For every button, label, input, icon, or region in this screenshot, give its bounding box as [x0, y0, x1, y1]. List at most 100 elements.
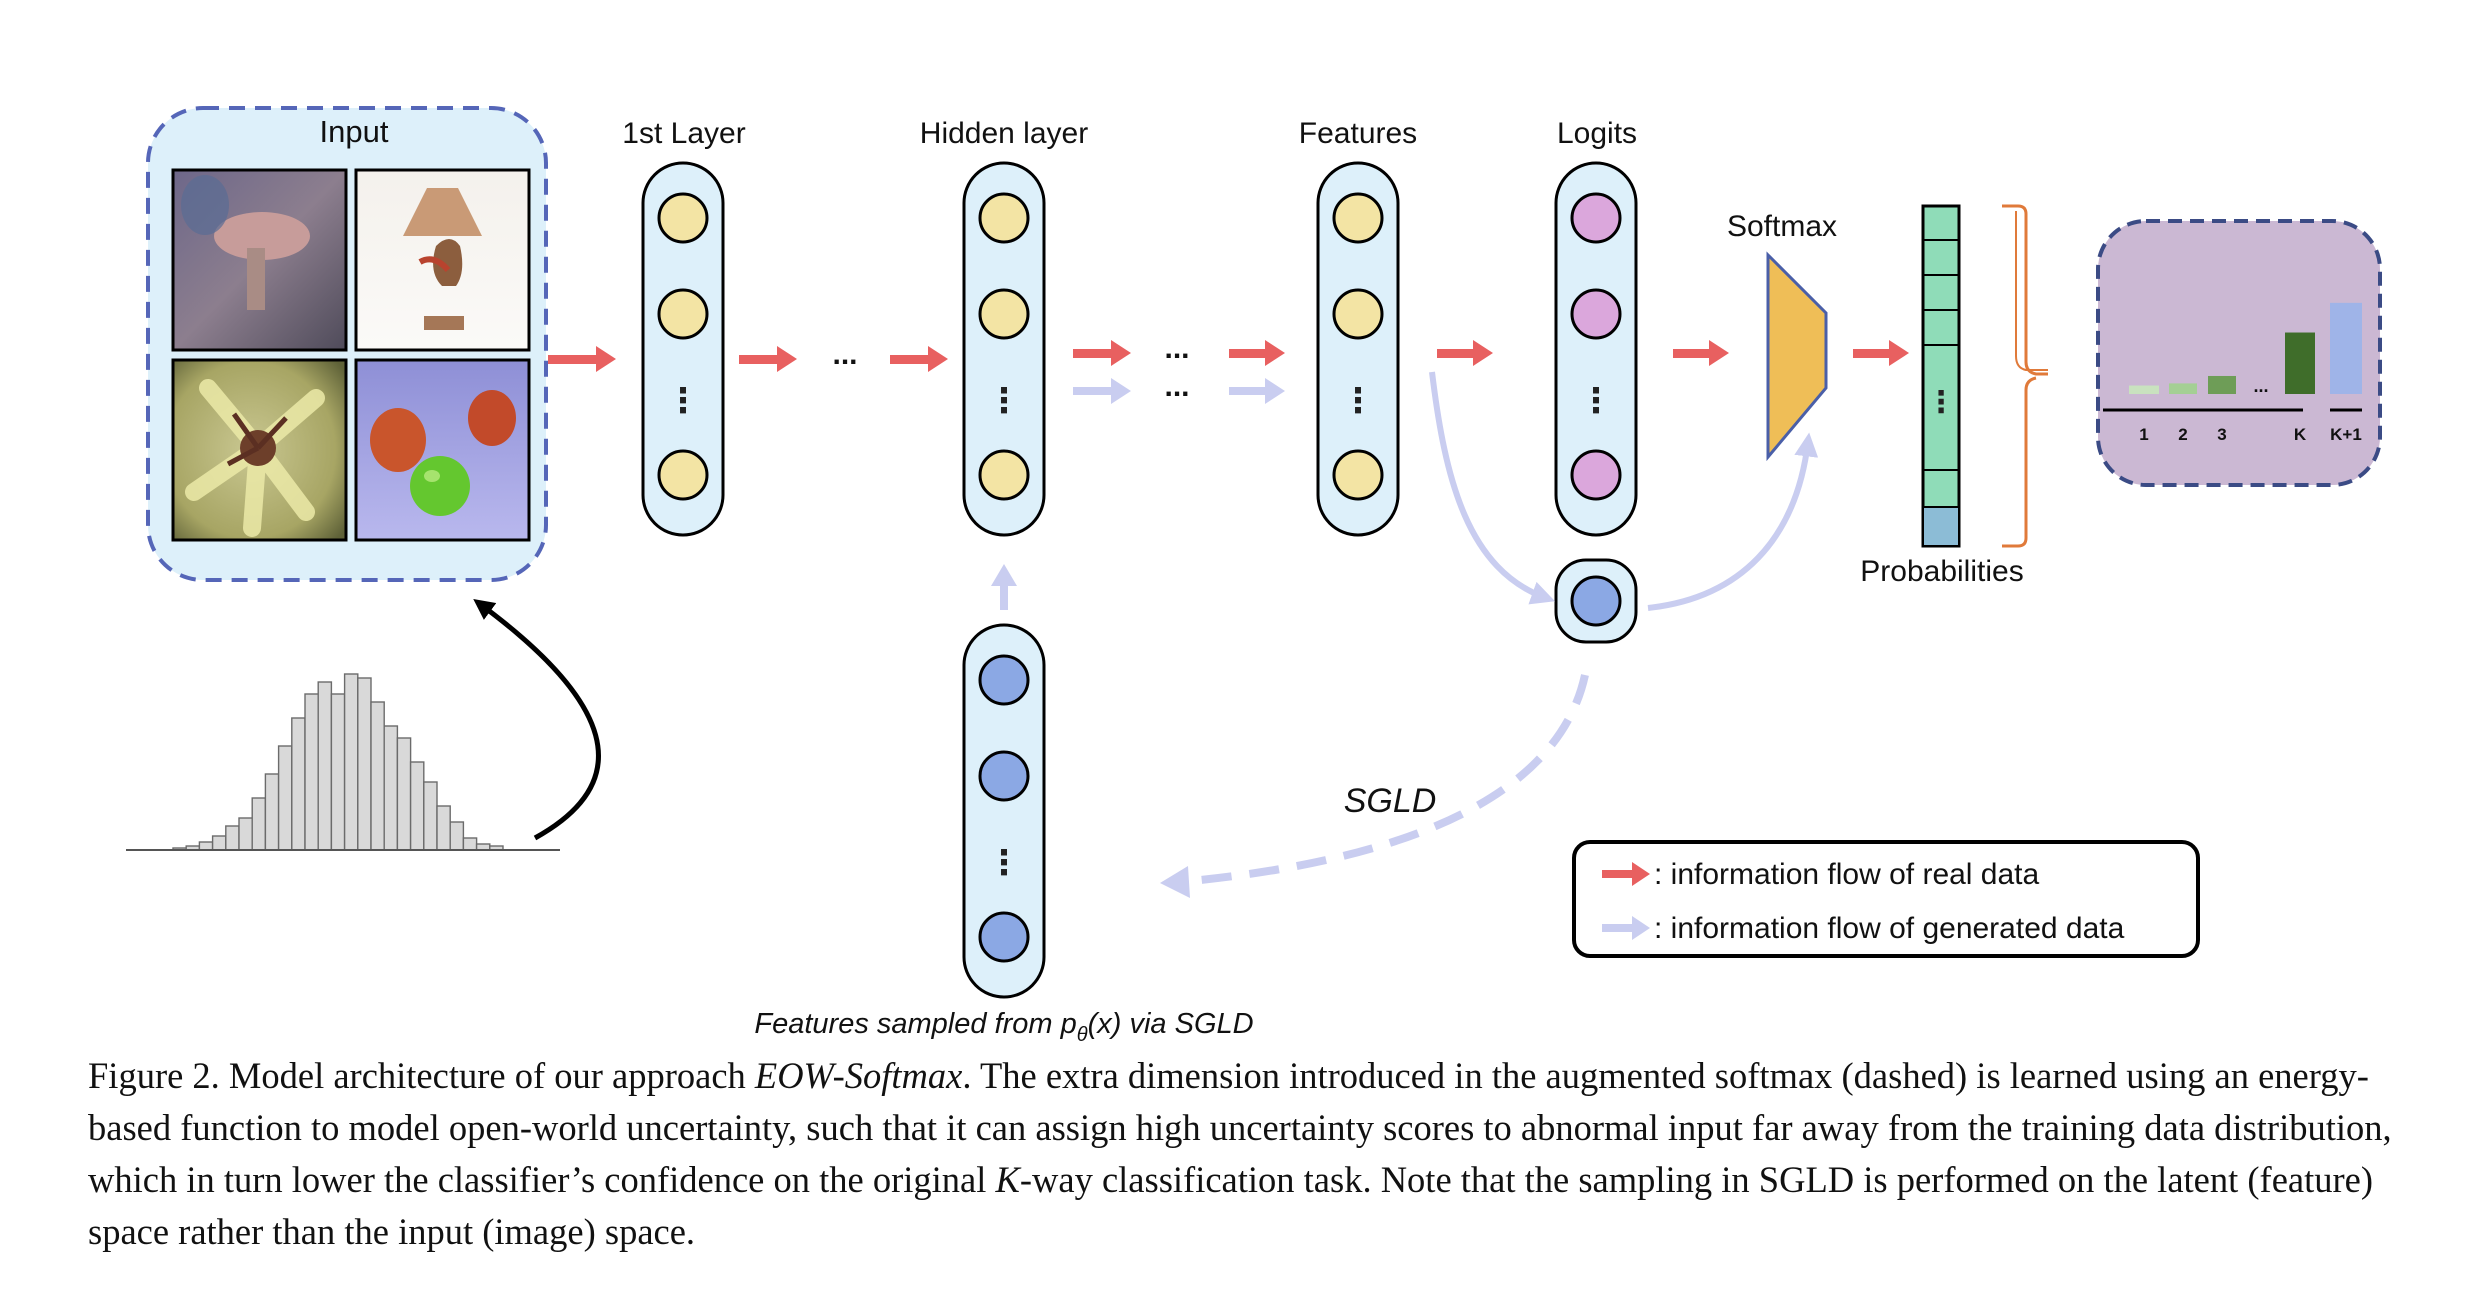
histogram-bar: [304, 693, 319, 851]
hidden-layer: ⋮: [962, 161, 1046, 537]
mushroom-image: [171, 168, 348, 352]
caption-method: EOW-Softmax: [754, 1055, 963, 1096]
extra-dimension-node: [1554, 558, 1638, 644]
dist-bar-2: [2169, 383, 2197, 394]
histogram-bar: [291, 717, 306, 851]
neuron: [978, 288, 1030, 340]
generated-arrow-icon: [1602, 916, 1650, 940]
sampled-node: [978, 911, 1030, 963]
histogram-bar: [396, 737, 412, 851]
generated-flow-arrow: [1073, 378, 1131, 404]
extra-to-softmax-arrow: [1647, 432, 1819, 611]
layer-ellipsis: ...: [1164, 370, 1189, 403]
latent-histogram: [126, 673, 560, 851]
real-flow-arrow: [1673, 340, 1729, 366]
dist-tick-label: 3: [2217, 425, 2226, 444]
legend: : information flow of real data : inform…: [1572, 840, 2200, 958]
features-to-extra-arrow: [1429, 371, 1556, 605]
histogram-bar: [277, 745, 293, 851]
histogram-bar: [238, 817, 253, 851]
generated-flow-arrow: [991, 564, 1017, 610]
logit-node: [1570, 288, 1622, 340]
histogram-bar: [225, 825, 240, 851]
softmax-block: [1766, 251, 1828, 462]
vertical-ellipsis: ⋮: [1926, 386, 1956, 419]
histogram-bar: [383, 725, 399, 851]
softmax-label: Softmax: [1727, 210, 1837, 243]
legend-generated-label: : information flow of generated data: [1654, 912, 2125, 945]
neuron: [657, 192, 709, 244]
first-layer: ⋮: [641, 161, 725, 537]
histogram-bar: [330, 693, 346, 851]
logit-node: [1570, 449, 1622, 501]
sampled-node: [978, 654, 1030, 706]
caption-lead: Figure 2. Model architecture of our appr…: [88, 1055, 755, 1096]
layer-ellipsis: ...: [832, 338, 857, 371]
histogram-bar: [251, 797, 267, 851]
sampled-node: [978, 750, 1030, 802]
histogram-bar: [317, 681, 333, 851]
vertical-ellipsis: ⋮: [987, 382, 1021, 420]
neuron: [1332, 192, 1384, 244]
histogram-bar: [370, 701, 385, 851]
dist-ellipsis: ...: [2253, 376, 2268, 396]
vertical-ellipsis: ⋮: [1341, 382, 1375, 420]
vertical-ellipsis: ⋮: [987, 844, 1021, 882]
dist-bar-3: [2208, 375, 2236, 394]
generated-data-arrows: [991, 378, 1285, 610]
dist-tick-label: 1: [2139, 425, 2148, 444]
real-flow-arrow: [1073, 340, 1131, 366]
histogram-bar: [264, 773, 280, 851]
neuron: [1332, 288, 1384, 340]
figure-caption: Figure 2. Model architecture of our appr…: [88, 1050, 2418, 1258]
histogram-bar: [211, 835, 227, 851]
first-layer-label: 1st Layer: [622, 117, 745, 150]
real-flow-arrow: [1853, 340, 1909, 366]
histogram-bar: [357, 677, 372, 851]
sampled-features-layer: ⋮: [962, 623, 1046, 999]
sampled-features-caption: Features sampled from pθ(x) via SGLD: [754, 1008, 1253, 1046]
caption-k: K: [995, 1159, 1020, 1200]
sgld-label: SGLD: [1344, 782, 1437, 820]
logits-label: Logits: [1557, 117, 1637, 150]
sgld-dashed-arrow: [1179, 674, 1589, 886]
histogram-bar: [449, 821, 465, 851]
histogram-bar: [423, 781, 438, 851]
layer-ellipsis: ...: [1164, 332, 1189, 365]
histogram-bar: [198, 841, 214, 851]
real-flow-arrow: [548, 346, 616, 372]
flower-image: [171, 358, 348, 542]
apples-image: [354, 358, 531, 542]
histogram-bar: [343, 673, 359, 851]
features-layer: ⋮: [1316, 161, 1400, 537]
lamp-image: [354, 168, 531, 352]
hidden-layer-label: Hidden layer: [920, 117, 1088, 150]
caption-tail: -way classification task. Note that the …: [88, 1159, 2373, 1252]
probabilities-label: Probabilities: [1860, 555, 2023, 588]
legend-real-label: : information flow of real data: [1654, 858, 2040, 891]
probability-vector: ⋮: [1921, 204, 1961, 548]
real-flow-arrow: [739, 346, 797, 372]
dist-bar-1: [2129, 385, 2159, 394]
histogram-bar: [436, 805, 451, 851]
dist-tick-label: 2: [2178, 425, 2187, 444]
neuron: [657, 449, 709, 501]
input-panel: Input: [146, 106, 548, 582]
dist-tick-label: K+1: [2330, 425, 2362, 444]
real-flow-arrow: [1229, 340, 1285, 366]
input-label: Input: [320, 114, 389, 149]
real-arrow-icon: [1602, 862, 1650, 886]
histogram-bar: [462, 837, 478, 851]
neuron: [978, 449, 1030, 501]
logit-node: [1570, 192, 1622, 244]
dist-bar-K: [2285, 332, 2315, 394]
neuron: [1332, 449, 1384, 501]
logits-layer: ⋮: [1554, 161, 1638, 537]
neuron: [657, 288, 709, 340]
real-data-arrows: [548, 340, 1909, 372]
real-flow-arrow: [890, 346, 948, 372]
caption-body: . The extra dimension introduced in the …: [88, 1055, 2392, 1200]
dist-bar-Kplus1: [2330, 302, 2362, 394]
